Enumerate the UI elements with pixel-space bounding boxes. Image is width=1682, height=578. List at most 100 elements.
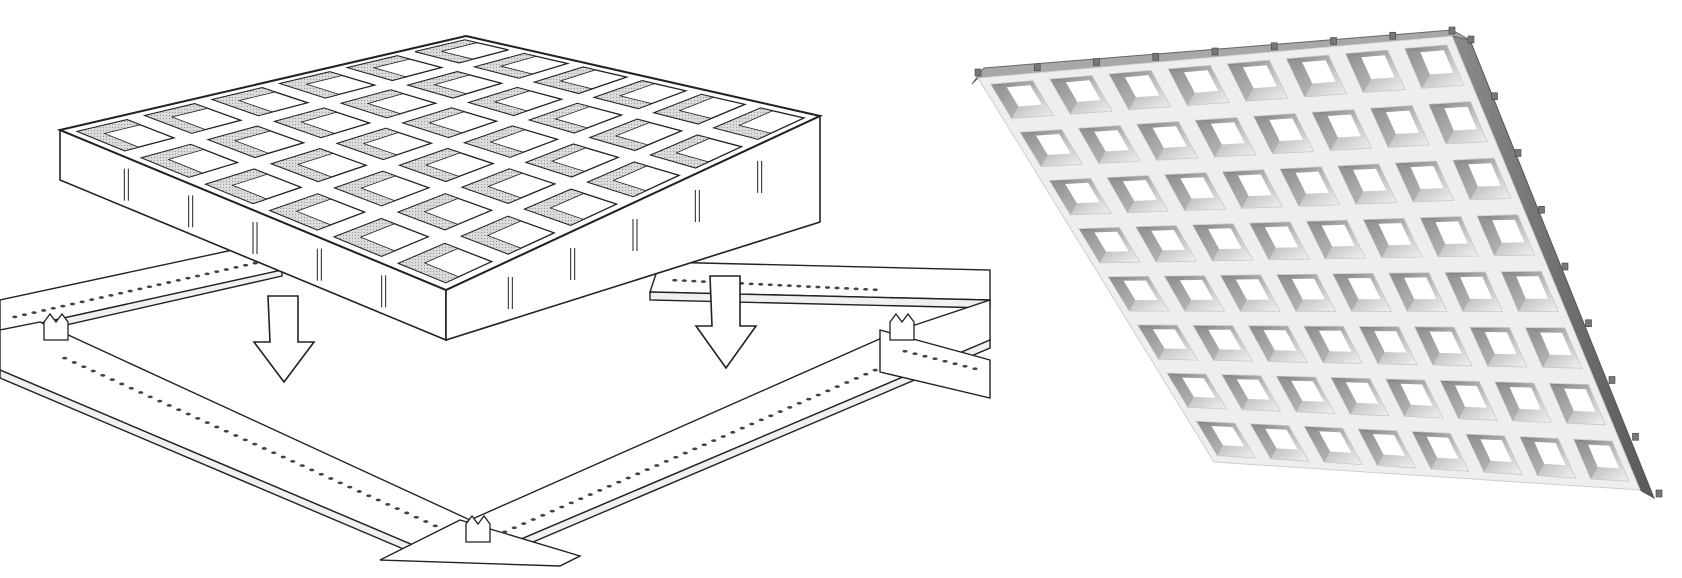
grille-cell-opening [1152, 126, 1187, 148]
rail-slot [98, 296, 104, 299]
grille-cell-opening [1410, 166, 1444, 189]
rail-slot [942, 359, 948, 363]
panel-cell-wall [586, 161, 648, 198]
grille-cell-opening [1264, 226, 1299, 248]
panel-cell-wall [593, 80, 656, 110]
rail-slot [328, 477, 334, 480]
grille-cell-opening [1353, 168, 1387, 192]
grille-cell-opening [1123, 280, 1158, 301]
grille-clip [1514, 149, 1522, 157]
rail-slot [932, 357, 938, 361]
grille-cell-opening [1378, 223, 1412, 246]
panel-cell-wall [76, 119, 142, 152]
grille-clip [1389, 31, 1397, 40]
grille-clip [1330, 37, 1337, 45]
grille-clip [1655, 489, 1663, 498]
grille-cell-wall [1395, 163, 1421, 202]
rail-slot [606, 484, 612, 488]
rail-slot [806, 397, 812, 401]
rail-slot [786, 284, 792, 288]
rail-slot [530, 518, 536, 521]
grille-cell-wall [1445, 272, 1470, 312]
grille-cell-wall [1167, 373, 1194, 408]
rail-slot [758, 418, 764, 422]
grille-clip [1152, 52, 1160, 61]
arrow-down-left-icon [252, 295, 316, 384]
grille-clip [1270, 42, 1278, 51]
rail-slot [748, 282, 754, 286]
grille-cell-opening [1404, 277, 1437, 300]
grille-cell-opening [1509, 387, 1541, 410]
grille-cell-wall [1420, 217, 1446, 257]
grille-cell-opening [1455, 385, 1487, 408]
grille-render-body [971, 26, 1663, 500]
grille-cell-opening [1094, 231, 1129, 252]
grille-cell-opening [1236, 379, 1270, 400]
rail-slot [843, 287, 850, 290]
grille-cell-opening [1243, 65, 1277, 89]
rail-slot [787, 406, 793, 409]
rail-slot [805, 285, 812, 288]
grille-cell-opening [1295, 171, 1329, 194]
grille-cell-opening [1263, 330, 1297, 351]
grille-cell-wall [1359, 326, 1385, 364]
grille-cell-wall [1495, 381, 1520, 421]
grille-cell-opening [1036, 134, 1071, 155]
rail-slot [71, 361, 77, 364]
rail-slot [185, 276, 191, 280]
rail-slot [616, 480, 622, 484]
rail-slot [844, 381, 850, 384]
panel-cell-wall [204, 168, 269, 205]
grille-cell-wall [1078, 128, 1106, 164]
grille-cell-wall [1049, 79, 1078, 115]
grille-cell-wall [1332, 273, 1359, 312]
rail-slot [972, 367, 978, 371]
grille-cell-wall [1248, 325, 1275, 362]
grille-cell-opening [1237, 174, 1272, 197]
rail-slot [834, 385, 840, 389]
rail-slot [356, 490, 362, 493]
panel-cell-wall [588, 118, 651, 151]
grille-cell-wall [1078, 228, 1107, 263]
grille-cell-opening [1484, 332, 1517, 355]
grille-cell-wall [1470, 327, 1495, 367]
grille-cell-opening [1184, 70, 1219, 93]
panel-cell-wall [712, 107, 774, 140]
grille-cell-opening [1435, 221, 1468, 244]
rail-slot [767, 283, 773, 287]
rail-slot [375, 498, 381, 502]
rail-slot [768, 414, 774, 418]
grille-cell-wall [1501, 271, 1526, 312]
rail-slot [872, 368, 878, 372]
rail-slot [730, 430, 736, 434]
rail-slot [952, 362, 958, 366]
rail-slot [682, 451, 688, 455]
arrows [252, 275, 758, 384]
panel-cell-wall [268, 193, 333, 231]
grille-cell-wall [1168, 68, 1195, 106]
grille-cell-wall [1304, 426, 1330, 463]
rail-slot [204, 272, 210, 276]
rail-slot [413, 515, 419, 519]
rail-slot [146, 285, 153, 289]
rail-slot [185, 412, 191, 416]
grille-cell-wall [990, 84, 1019, 119]
grille-cell-opening [1321, 224, 1355, 247]
panel-cell-wall [460, 215, 523, 255]
grille-cell-opening [1444, 106, 1477, 131]
rail-slot [749, 422, 755, 426]
panel-cell-wall [398, 148, 462, 182]
grille-cell-opening [1291, 380, 1324, 402]
clip-right [889, 312, 915, 341]
rail-slot [404, 511, 410, 515]
grille-cell-opening [1460, 276, 1493, 299]
grille-cell-opening [1179, 279, 1214, 300]
grille-cell-opening [1211, 426, 1245, 447]
rail-slot [796, 401, 802, 405]
panel-cell-wall [143, 103, 209, 134]
grille-cell-wall [1286, 58, 1313, 97]
grille-cell-opening [1122, 180, 1157, 201]
rail-slot [549, 509, 555, 513]
